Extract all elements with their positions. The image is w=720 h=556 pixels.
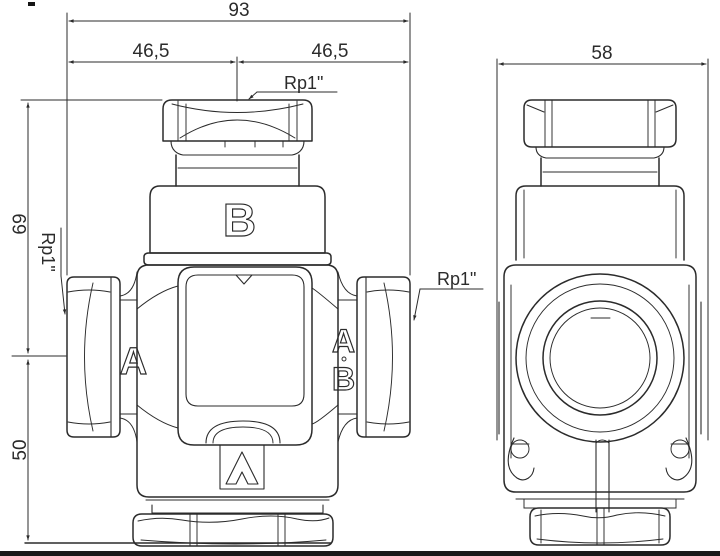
upper-housing: B bbox=[143, 185, 332, 266]
label-left-port-size: Rp1" bbox=[38, 227, 67, 315]
top-port-size-value: Rp1" bbox=[284, 73, 323, 93]
dim-upper-height: 69 bbox=[10, 99, 163, 354]
dim-left-half-value: 46,5 bbox=[133, 41, 170, 62]
thread-opening bbox=[542, 300, 658, 416]
side-top-nut bbox=[523, 99, 677, 159]
valve-body bbox=[136, 264, 339, 498]
marking-ab-a: A bbox=[332, 323, 356, 359]
side-body bbox=[498, 264, 702, 493]
label-right-port-size: Rp1" bbox=[413, 269, 484, 321]
brand-logo-icon bbox=[219, 444, 265, 490]
dim-upper-height-value: 69 bbox=[10, 213, 31, 234]
dim-half-widths: 46,5 46,5 bbox=[68, 41, 409, 102]
top-port-nut bbox=[162, 99, 313, 148]
crop-artifact bbox=[28, 2, 35, 6]
right-port: A B bbox=[311, 271, 411, 443]
marking-ab-b: B bbox=[332, 361, 356, 397]
dimensions: 93 46,5 46,5 69 50 58 bbox=[10, 0, 709, 544]
dim-overall-width: 93 bbox=[66, 0, 411, 276]
side-bottom-port bbox=[515, 498, 685, 546]
dim-depth-value: 58 bbox=[591, 43, 612, 64]
side-clips bbox=[507, 437, 693, 513]
left-port-size-value: Rp1" bbox=[38, 232, 58, 271]
port-boss-outer bbox=[515, 273, 685, 443]
dim-lower-height-value: 50 bbox=[10, 439, 31, 460]
top-neck bbox=[170, 140, 305, 187]
side-view bbox=[498, 99, 702, 546]
dim-right-half-value: 46,5 bbox=[312, 41, 349, 62]
dim-lower-height: 50 bbox=[10, 355, 332, 544]
right-port-size-value: Rp1" bbox=[437, 269, 476, 289]
marking-dot bbox=[341, 356, 347, 362]
port-boss-inner bbox=[525, 283, 675, 433]
dim-depth: 58 bbox=[496, 43, 709, 441]
side-upper-housing bbox=[515, 185, 685, 261]
dim-overall-width-value: 93 bbox=[228, 0, 249, 21]
bottom-border-bar bbox=[0, 551, 720, 556]
label-top-port-size: Rp1" bbox=[248, 73, 338, 100]
left-port: A bbox=[66, 271, 179, 443]
marking-b: B bbox=[223, 194, 257, 246]
side-neck bbox=[540, 157, 660, 187]
front-view: B A bbox=[66, 99, 411, 547]
bore bbox=[549, 307, 651, 409]
bottom-port bbox=[132, 499, 334, 547]
marking-a-left: A bbox=[120, 341, 148, 383]
